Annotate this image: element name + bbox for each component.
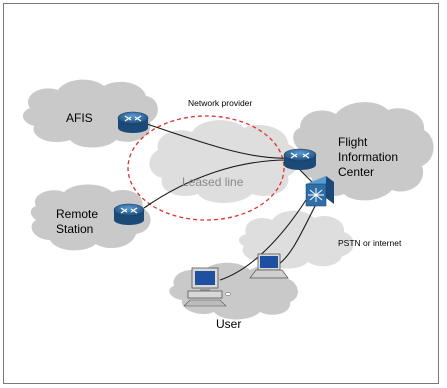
fic-label-line3: Center <box>338 165 374 179</box>
afis-label: AFIS <box>66 111 93 125</box>
network-provider-label: Network provider <box>188 98 252 108</box>
laptop-icon <box>249 253 289 279</box>
switch-icon <box>305 176 334 207</box>
remote-station-label-line1: Remote <box>56 207 98 221</box>
pstn-label: PSTN or internet <box>338 238 402 248</box>
remote-to-fic-line <box>143 159 289 209</box>
fic-router-icon <box>283 148 317 170</box>
leased-line-label: Leased line <box>182 175 244 189</box>
leased-line-dashed-ellipse <box>127 115 285 221</box>
pstn-cloud <box>238 210 354 269</box>
afis-router-icon <box>117 111 149 133</box>
remote-station-cloud <box>30 184 151 251</box>
fic-cloud <box>293 102 434 201</box>
switch-to-user-pc-line <box>219 199 307 281</box>
fic-router-to-switch-line <box>299 169 313 183</box>
fic-label-line1: Flight <box>338 135 368 149</box>
leased-line-cloud <box>149 120 300 203</box>
desktop-computer-icon <box>183 267 231 307</box>
remote-station-label-line2: Station <box>56 222 93 236</box>
fic-label-line2: Information <box>338 150 398 164</box>
afis-to-fic-line <box>146 123 289 159</box>
user-label: User <box>216 317 241 331</box>
remote-router-icon <box>113 203 145 225</box>
